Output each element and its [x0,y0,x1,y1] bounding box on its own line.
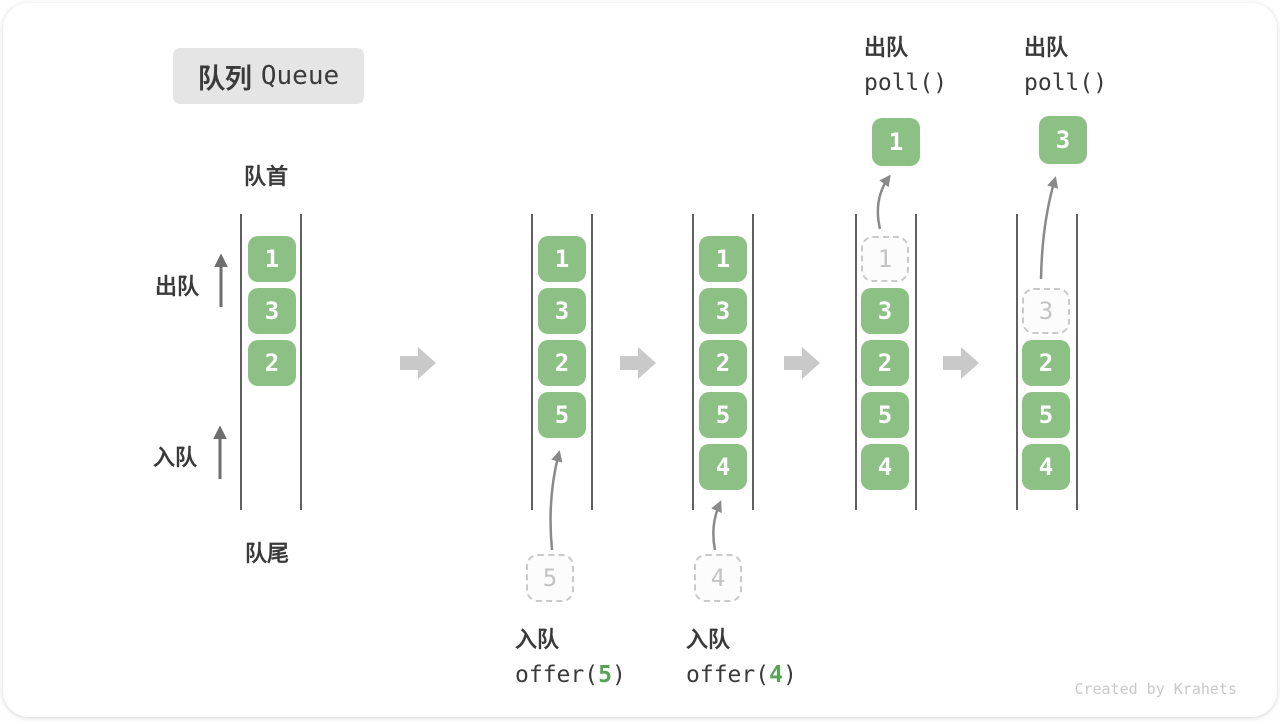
enqueue-5-op-label: 入队 offer(5) [515,622,626,688]
op-code: poll() [864,70,947,96]
op-code: offer(5) [515,662,626,688]
queue-cell: 4 [861,444,909,490]
queue-cell: 2 [538,340,586,386]
removed-cell: 1 [861,236,909,282]
queue-front-label: 队首 [244,159,288,191]
op-zh: 出队 [1024,30,1107,62]
dequeued-cell: 1 [872,118,920,166]
code-arg: 4 [769,662,783,688]
title-zh: 队列 [198,57,252,96]
queue-cell: 1 [538,236,586,282]
queue-cell: 5 [861,392,909,438]
queue-wall-left [1016,214,1018,510]
title-en: Queue [261,61,339,91]
dequeue-side-label: 出队 [155,269,199,301]
dequeue-3-arrow-icon [1041,179,1055,279]
op-code: poll() [1024,70,1107,96]
queue-wall-right [300,214,302,510]
queue-cell: 2 [861,340,909,386]
op-zh: 入队 [686,622,797,654]
queue-cell: 3 [248,288,296,334]
queue-cell: 4 [699,444,747,490]
pending-enqueue-cell: 4 [694,554,742,602]
queue-cell: 2 [1022,340,1070,386]
state-transition-arrow-icon [784,347,820,379]
code-close: ) [612,662,626,688]
queue-wall-right [752,214,754,510]
queue-rear-label: 队尾 [245,536,289,568]
queue-wall-right [591,214,593,510]
queue-cell: 1 [248,236,296,282]
queue-cell: 5 [1022,392,1070,438]
enqueue-5-arrow-icon [551,453,559,550]
queue-wall-right [1076,214,1078,510]
state-transition-arrow-icon [943,347,979,379]
queue-wall-left [531,214,533,510]
queue-cell: 5 [538,392,586,438]
code-fn: offer( [686,662,769,688]
code-arg: 5 [598,662,612,688]
arrows-overlay [3,3,1280,723]
enqueue-4-arrow-icon [713,503,720,550]
enqueue-4-op-label: 入队 offer(4) [686,622,797,688]
queue-cell: 2 [248,340,296,386]
removed-cell: 3 [1022,288,1070,334]
queue-cell: 1 [699,236,747,282]
dequeue-1-arrow-icon [878,177,889,229]
op-zh: 入队 [515,622,626,654]
code-close: ) [783,662,797,688]
state-transition-arrow-icon [620,347,656,379]
queue-wall-left [240,214,242,510]
queue-wall-left [692,214,694,510]
queue-cell: 4 [1022,444,1070,490]
code-fn: offer( [515,662,598,688]
dequeued-cell: 3 [1039,116,1087,164]
title-box: 队列 Queue [173,48,364,104]
op-code: offer(4) [686,662,797,688]
state-transition-arrow-icon [400,347,436,379]
watermark: Created by Krahets [1074,680,1237,698]
enqueue-side-label: 入队 [153,440,197,472]
op-zh: 出队 [864,30,947,62]
queue-wall-left [855,214,857,510]
queue-cell: 2 [699,340,747,386]
queue-cell: 3 [699,288,747,334]
diagram-card: 队列 Queue 队首 队尾 出队 入队 1 3 2 1 3 2 5 5 入队 … [3,3,1277,717]
dequeue-3-op-label: 出队 poll() [1024,30,1107,96]
pending-enqueue-cell: 5 [526,554,574,602]
queue-cell: 3 [861,288,909,334]
queue-cell: 5 [699,392,747,438]
queue-wall-right [915,214,917,510]
queue-cell: 3 [538,288,586,334]
dequeue-1-op-label: 出队 poll() [864,30,947,96]
